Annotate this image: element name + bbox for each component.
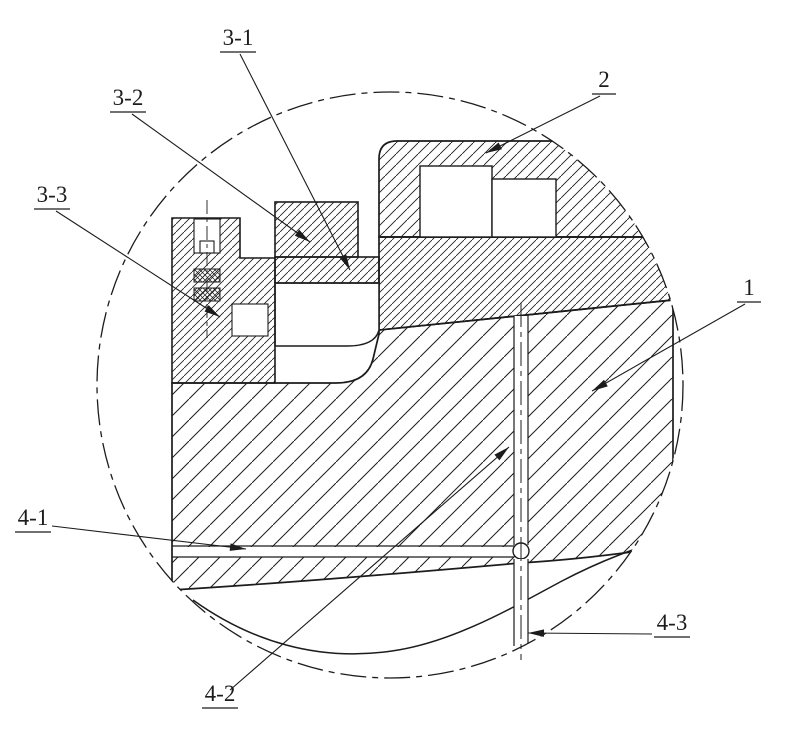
corner-ring — [274, 282, 380, 347]
label-3-2: 3-2 — [113, 85, 144, 110]
leader-3-1 — [239, 53, 351, 271]
part3-2-block — [274, 201, 359, 258]
detail-boundary-circle — [96, 91, 684, 679]
label-4-1: 4-1 — [18, 505, 49, 530]
break-line-lower — [192, 537, 671, 655]
leader-3-3 — [55, 210, 221, 318]
leader-4-1 — [51, 525, 247, 551]
label-1: 1 — [743, 275, 755, 300]
section-view — [171, 140, 674, 655]
leader-4-2 — [229, 446, 510, 691]
bore-cavity — [231, 303, 269, 337]
label-3-1: 3-1 — [223, 25, 254, 50]
label-4-3: 4-3 — [657, 610, 688, 635]
leader-1 — [591, 303, 746, 392]
leader-2 — [485, 95, 601, 154]
part3-3-column — [171, 217, 276, 384]
part3-1-plate — [274, 256, 380, 284]
label-3-3: 3-3 — [37, 182, 68, 207]
leader-4-3 — [527, 629, 653, 637]
leader-lines — [51, 53, 746, 691]
part-labels: 3-1 3-2 3-3 2 1 4-1 4-2 4-3 — [15, 25, 761, 709]
label-2: 2 — [598, 67, 610, 92]
column-bolt-details — [193, 218, 269, 337]
passage-4-3 — [513, 559, 529, 646]
part1-body — [171, 299, 674, 591]
label-4-2: 4-2 — [205, 681, 236, 706]
channel-4-1 — [172, 545, 514, 558]
part2-bolt-recess — [419, 165, 493, 238]
part2-step-recess — [491, 178, 557, 238]
leader-3-2 — [131, 113, 311, 243]
